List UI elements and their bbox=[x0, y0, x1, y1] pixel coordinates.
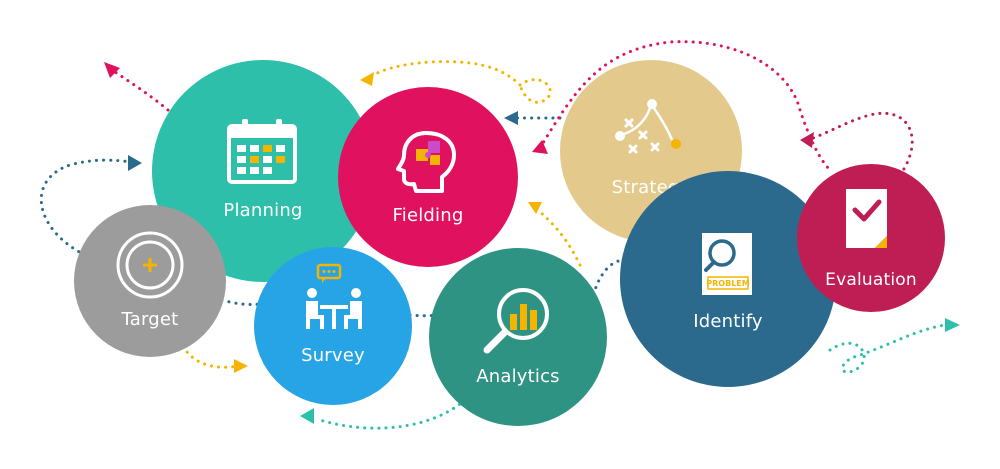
arrowhead-pink-right bbox=[800, 132, 814, 148]
arrowhead-orange-top bbox=[360, 72, 374, 86]
head-puzzle-icon bbox=[396, 129, 460, 197]
problem-text: PROBLEM bbox=[706, 279, 749, 288]
connector-navy-identify bbox=[593, 258, 627, 292]
connector-navy-left bbox=[39, 158, 134, 257]
target-icon bbox=[114, 229, 186, 305]
arrowhead-navy-left bbox=[128, 155, 142, 171]
evaluation-node: Evaluation bbox=[797, 164, 945, 312]
connector-orange-top bbox=[366, 60, 522, 87]
connector-orange-loop bbox=[518, 78, 552, 104]
fielding-node: Fielding bbox=[338, 87, 518, 267]
planning-label: Planning bbox=[223, 200, 303, 221]
arrowhead-teal-bottom bbox=[300, 408, 314, 424]
analytics-node: Analytics bbox=[429, 248, 607, 426]
arrowhead-orange-middle bbox=[528, 202, 542, 214]
problem-document-icon: PROBLEM bbox=[700, 231, 756, 303]
connector-teal-bottom bbox=[318, 398, 467, 430]
identify-node: PROBLEM Identify bbox=[620, 171, 836, 387]
arrowhead-pink-top bbox=[532, 140, 548, 154]
connector-pink-right bbox=[806, 111, 914, 177]
survey-node: Survey bbox=[254, 247, 412, 405]
arrowhead-teal-right bbox=[945, 318, 960, 332]
calendar-icon bbox=[226, 118, 298, 188]
connector-pink-topleft bbox=[110, 68, 170, 112]
interview-icon bbox=[302, 263, 366, 337]
connector-navy-target-survey bbox=[220, 298, 264, 306]
arrowhead-pink-topleft bbox=[104, 62, 120, 78]
identify-label: Identify bbox=[693, 311, 763, 332]
fielding-label: Fielding bbox=[392, 205, 464, 226]
evaluation-label: Evaluation bbox=[825, 270, 917, 290]
connector-teal-right bbox=[828, 323, 947, 374]
analytics-label: Analytics bbox=[476, 366, 560, 387]
checklist-icon bbox=[843, 186, 899, 256]
arrowhead-orange-bottom-left bbox=[234, 359, 248, 373]
arrowhead-navy-middle bbox=[504, 111, 518, 125]
target-label: Target bbox=[121, 309, 179, 330]
magnifier-chart-icon bbox=[481, 286, 553, 362]
tactics-icon bbox=[612, 96, 688, 164]
survey-label: Survey bbox=[301, 345, 365, 366]
target-node: Target bbox=[74, 205, 226, 357]
connector-orange-middle bbox=[533, 206, 582, 267]
planning-node: Planning bbox=[152, 60, 374, 282]
